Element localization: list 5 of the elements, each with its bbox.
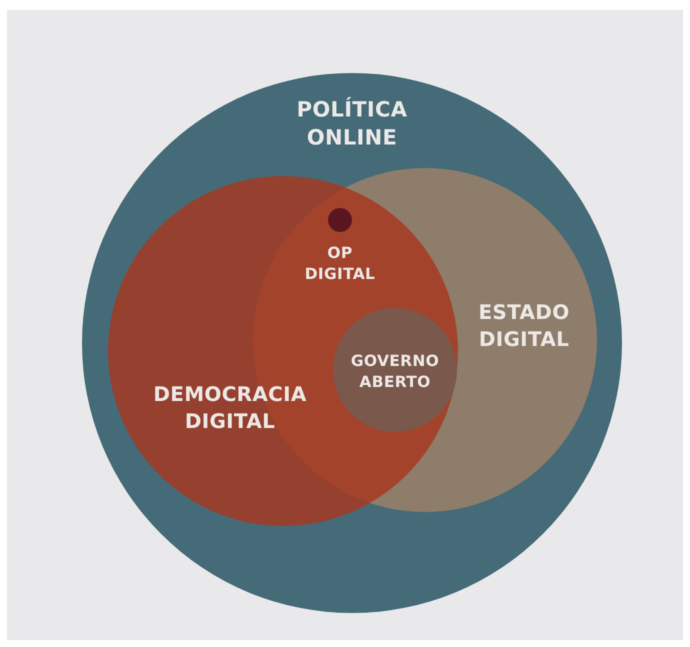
region-label: POLÍTICA ONLINE (296, 96, 408, 152)
region-label: ESTADO DIGITAL (477, 299, 571, 353)
region-label: DEMOCRACIA DIGITAL (152, 381, 308, 435)
region-label: OP DIGITAL (304, 243, 376, 285)
region-label: GOVERNO ABERTO (350, 351, 440, 393)
